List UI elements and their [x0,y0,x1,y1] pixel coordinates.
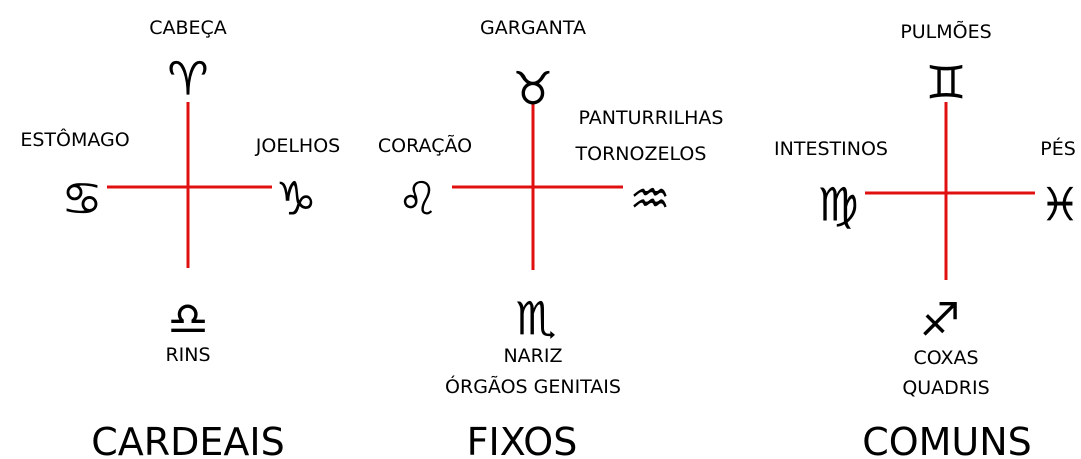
taurus-icon: ♉ [512,62,553,116]
comuns-bottom-label: QUADRIS [902,377,989,399]
fixos-left-label: CORAÇÃO [378,134,472,157]
virgo-icon: ♍ [817,178,858,232]
comuns-bottom-label: COXAS [913,347,978,369]
fixos-top-label: GARGANTA [480,17,586,39]
fixos-title: FIXOS [467,420,578,459]
comuns-right-label: PÉS [1040,137,1076,160]
fixos-bottom-label: NARIZ [503,345,562,367]
capricorn-icon: ♑ [275,172,316,226]
fixos-bottom-label: ÓRGÃOS GENITAIS [445,374,621,398]
comuns-top-label: PULMÕES [900,20,991,43]
cancer-icon: ♋ [61,172,102,226]
leo-icon: ♌ [397,172,438,226]
libra-icon: ♎ [167,292,208,346]
fixos-right-label: PANTURRILHAS [579,107,724,129]
cardeais-top-label: CABEÇA [149,17,227,39]
cardeais-title: CARDEAIS [91,420,285,459]
cardeais-left-label: ESTÔMAGO [20,127,129,151]
aries-icon: ♈ [167,52,208,106]
pisces-icon: ♓ [1039,178,1080,232]
comuns-left-label: INTESTINOS [774,138,888,160]
cardeais-right-label: JOELHOS [255,135,340,157]
gemini-icon: ♊ [925,56,966,110]
scorpio-icon: ♏ [515,292,556,346]
sagittarius-icon: ♐ [919,293,960,347]
comuns-title: COMUNS [862,420,1032,459]
aquarius-icon: ♒ [629,172,670,226]
cardeais-bottom-label: RINS [165,344,210,366]
fixos-right-label: TORNOZELOS [575,143,707,165]
